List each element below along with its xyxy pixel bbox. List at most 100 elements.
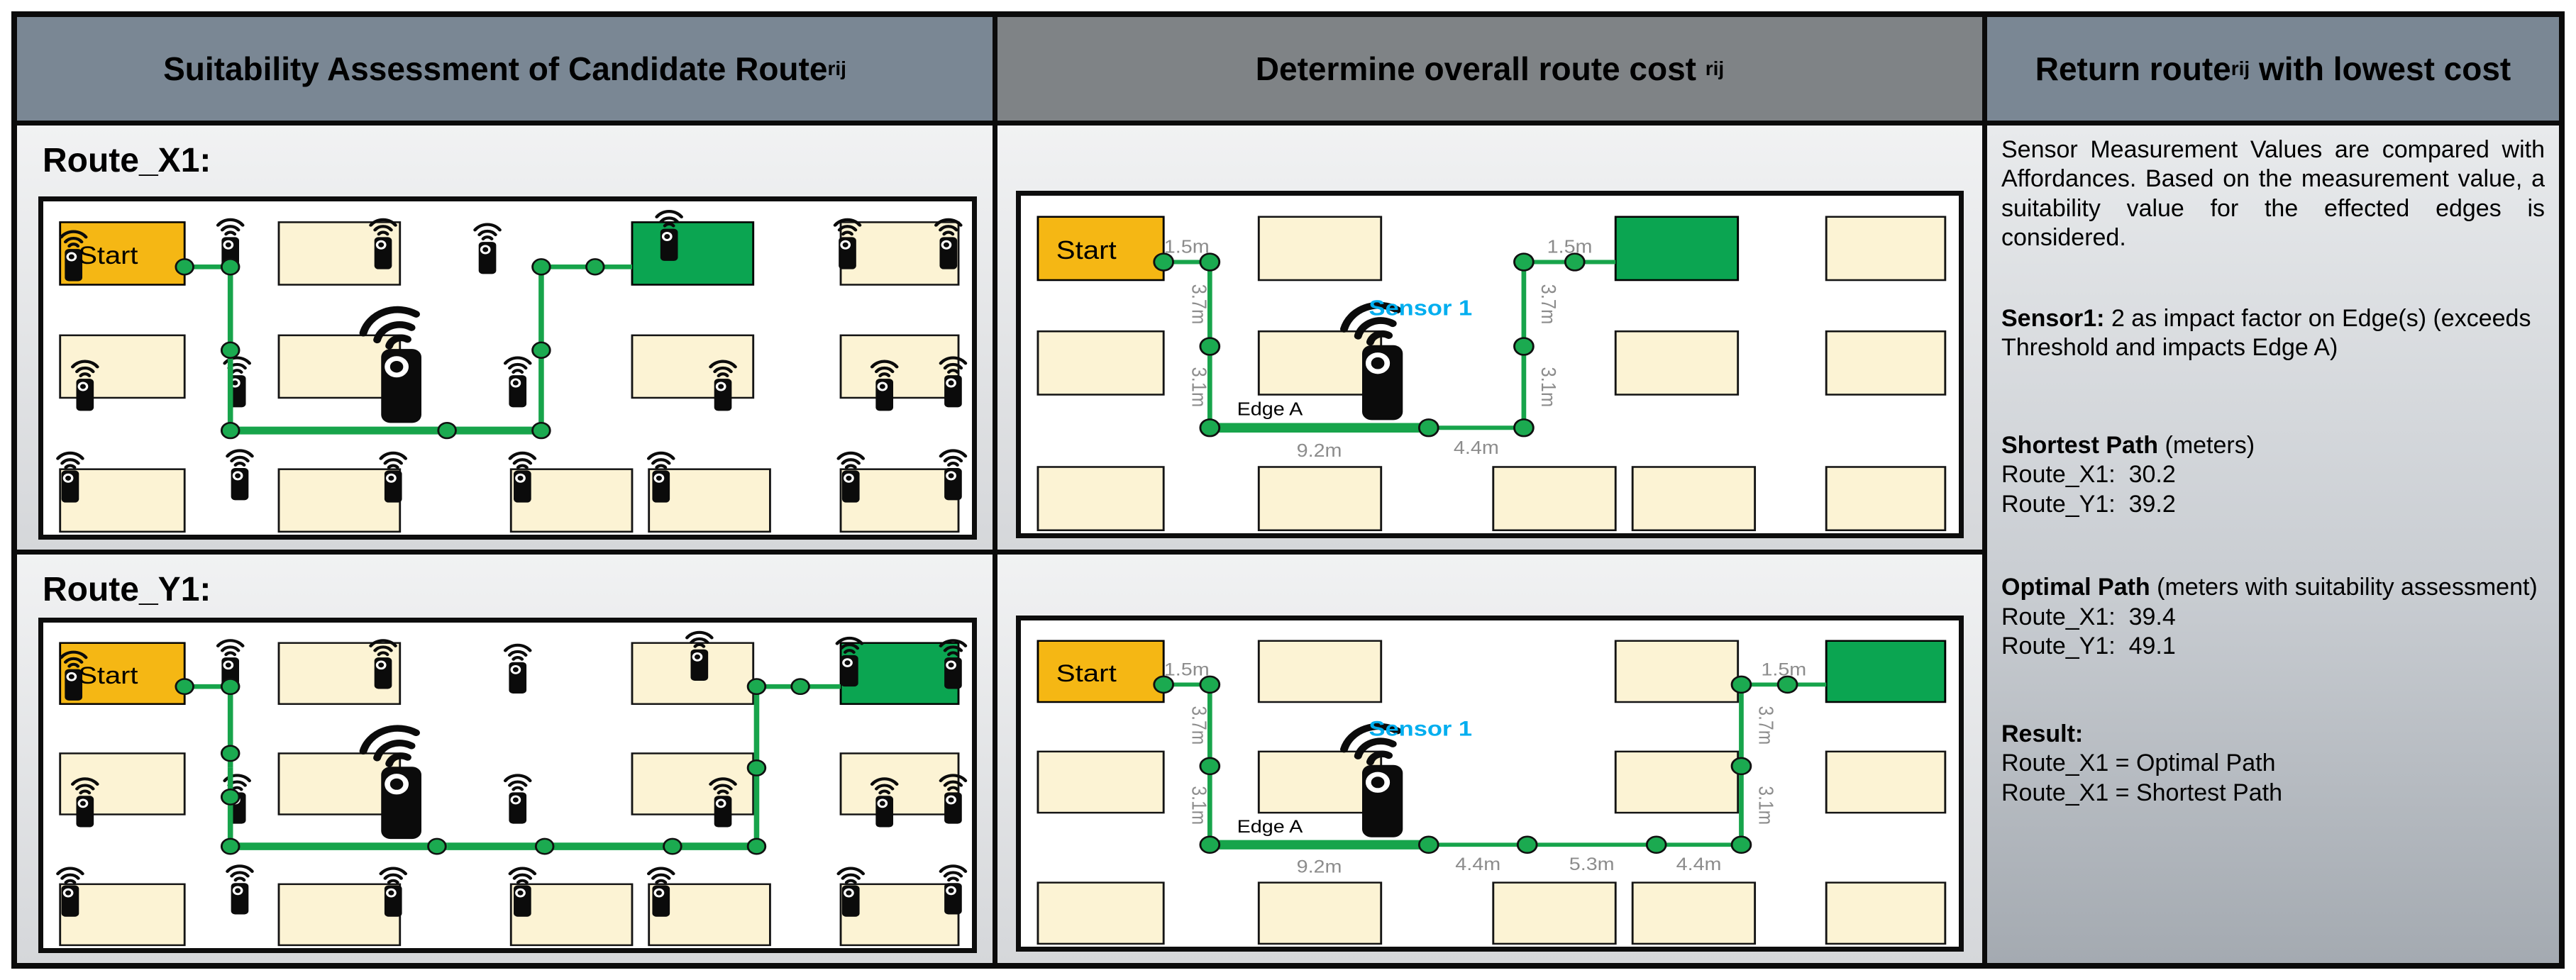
wifi-arcs-icon xyxy=(59,230,88,248)
edge-label: 4.4m xyxy=(1455,854,1500,874)
wifi-arc xyxy=(946,786,959,791)
sensor-dot xyxy=(946,378,956,388)
sensor-dot xyxy=(715,798,726,808)
sensor-icon xyxy=(939,774,968,824)
sensor-dot xyxy=(66,672,77,681)
wifi-arc xyxy=(839,643,860,650)
wifi-arcs-icon xyxy=(685,630,714,648)
shortest-path-paragraph: Shortest Path (meters) Route_X1: 30.2 Ro… xyxy=(2001,431,2255,518)
sensor-icon xyxy=(70,360,99,411)
wifi-arcs-icon xyxy=(870,777,899,795)
destination-box xyxy=(1825,640,1947,703)
map-panel-x1-assessment: Start xyxy=(38,196,977,540)
wifi-arc xyxy=(230,455,250,463)
wifi-arc xyxy=(79,372,92,378)
shelf-box xyxy=(277,752,402,815)
wifi-arc xyxy=(75,784,95,791)
route-node xyxy=(1199,675,1221,694)
sensor-body xyxy=(65,669,83,701)
sensor-body xyxy=(374,237,392,269)
route-node xyxy=(1199,252,1221,272)
wifi-arc xyxy=(64,464,77,469)
sensor-icon xyxy=(59,230,88,282)
route-node xyxy=(1564,252,1586,272)
sensor-icon xyxy=(836,451,866,503)
wifi-arc xyxy=(878,789,891,795)
sensor-1-annotation: Sensor 1 xyxy=(1369,717,1472,740)
wifi-arcs-icon xyxy=(216,218,245,236)
sensor-body xyxy=(509,375,527,408)
wifi-arc xyxy=(67,662,80,668)
map-panel-y1-assessment: Start xyxy=(38,618,977,953)
wifi-arc xyxy=(833,218,862,227)
sensor-body xyxy=(660,228,678,261)
sensor-body xyxy=(1361,764,1403,837)
sensor-body xyxy=(384,470,402,503)
cell-route-x1-assessment: Route_X1: Start xyxy=(17,126,993,550)
wifi-arcs-icon xyxy=(379,867,408,884)
wifi-arc xyxy=(56,867,84,876)
wifi-arcs-icon xyxy=(70,360,99,378)
sensor-1-icon xyxy=(359,306,421,423)
wifi-arc xyxy=(63,657,84,664)
wifi-arc xyxy=(1366,750,1393,766)
wifi-arc xyxy=(1366,330,1393,346)
header-subscript: rij xyxy=(2230,57,2250,79)
wifi-arc xyxy=(1340,301,1402,333)
wifi-arc xyxy=(844,879,857,884)
wifi-arc xyxy=(841,458,861,465)
shelf-box xyxy=(1614,640,1740,703)
wifi-arc xyxy=(383,873,404,880)
sensor-dot xyxy=(375,660,387,670)
wifi-arc xyxy=(481,235,494,240)
sensor-body xyxy=(714,379,732,411)
sensor-dot xyxy=(692,652,703,662)
wifi-arc xyxy=(56,451,84,460)
wifi-arc xyxy=(939,449,968,458)
sensor-body xyxy=(839,237,856,269)
wifi-arc xyxy=(874,366,895,374)
wifi-arc xyxy=(685,630,714,640)
sensor-dot xyxy=(840,240,851,250)
route-node xyxy=(1153,675,1175,694)
sensor-icon xyxy=(508,451,537,503)
edge-label: 3.1m xyxy=(1188,786,1210,825)
wifi-arc xyxy=(231,369,243,374)
shelf-box xyxy=(1257,640,1383,703)
sensor-icon xyxy=(70,777,99,828)
sensor-dot xyxy=(232,886,243,896)
wifi-arc xyxy=(377,230,389,236)
sensor-icon xyxy=(508,867,537,917)
header-subscript: rij xyxy=(827,57,846,79)
sensor-dot xyxy=(77,798,89,808)
wifi-arc xyxy=(655,210,683,218)
wifi-arcs-icon xyxy=(1340,301,1402,346)
wifi-arc xyxy=(75,366,95,374)
wifi-arc xyxy=(841,230,853,236)
shelf-box xyxy=(1614,330,1740,396)
wifi-arcs-icon xyxy=(216,639,245,657)
sensor-dot xyxy=(661,232,673,242)
route-node xyxy=(1730,675,1752,694)
wifi-arc xyxy=(231,786,243,791)
sensor-body xyxy=(514,885,531,917)
sensor-dot xyxy=(66,252,77,262)
wifi-arcs-icon xyxy=(56,451,84,469)
wifi-arcs-icon xyxy=(939,639,968,657)
wifi-arcs-icon xyxy=(359,725,420,767)
route-node xyxy=(746,837,767,855)
wifi-arc xyxy=(473,223,502,232)
start-label: Start xyxy=(78,241,138,269)
wifi-arc xyxy=(223,774,252,782)
map-route-x1-assessment: Start xyxy=(56,210,968,533)
wifi-arc xyxy=(1354,317,1397,340)
wifi-arc xyxy=(934,218,963,227)
sensor-body xyxy=(478,242,497,274)
wifi-arc xyxy=(1354,737,1397,759)
route-node xyxy=(746,678,767,696)
wifi-arc xyxy=(359,306,420,337)
wifi-arc xyxy=(717,372,729,378)
wifi-arc xyxy=(508,867,537,876)
sensor-dot xyxy=(223,240,234,250)
route-node xyxy=(175,258,194,276)
